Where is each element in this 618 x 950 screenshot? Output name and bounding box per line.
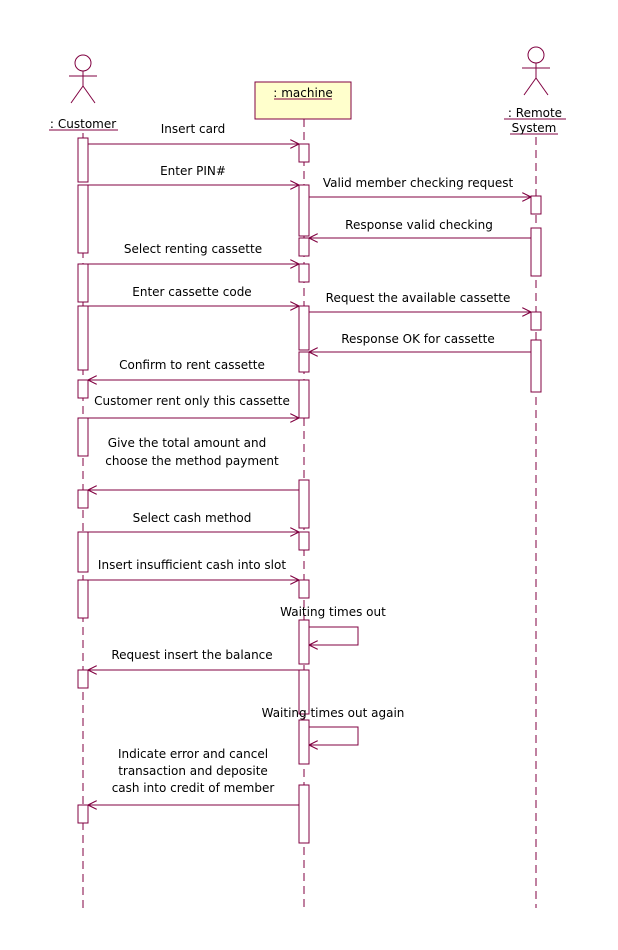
- msg-enter-cassette-code: Enter cassette code: [132, 285, 251, 299]
- machine-name: machine: [281, 86, 333, 100]
- msg-select-renting: Select renting cassette: [124, 242, 262, 256]
- msg-response-ok: Response OK for cassette: [341, 332, 495, 346]
- msg-waiting-times-out: Waiting times out: [280, 605, 386, 619]
- customer-prefix: :: [50, 117, 54, 131]
- lifeline-customer: [69, 54, 97, 908]
- machine-activations: [298, 143, 310, 844]
- msg-select-cash: Select cash method: [133, 511, 252, 525]
- msg-rent-only-this: Customer rent only this cassette: [94, 394, 290, 408]
- msg-response-valid: Response valid checking: [345, 218, 493, 232]
- lifeline-name-underlines: [49, 98, 566, 135]
- customer-name: Customer: [58, 117, 116, 131]
- msg-request-balance: Request insert the balance: [111, 648, 272, 662]
- customer-actor-icon: [69, 54, 97, 104]
- arrow-waiting-again: [309, 726, 359, 745]
- lifeline-machine: [254, 81, 352, 908]
- msg-indicate-error-line1: Indicate error and cancel: [118, 747, 268, 761]
- machine-object-box: [254, 81, 352, 120]
- remote-label-line1: : Remote: [508, 106, 562, 120]
- customer-activations: [77, 137, 89, 824]
- lifeline-remote: [522, 46, 550, 908]
- msg-enter-pin: Enter PIN#: [160, 164, 226, 178]
- arrow-waiting-times-out: [309, 626, 359, 645]
- customer-label: : Customer: [50, 117, 116, 131]
- msg-insert-card: Insert card: [161, 122, 226, 136]
- machine-label: : machine: [273, 86, 333, 100]
- remote-activations: [530, 195, 542, 393]
- message-arrows: [88, 144, 531, 805]
- msg-valid-member-request: Valid member checking request: [323, 176, 514, 190]
- msg-confirm-rent: Confirm to rent cassette: [119, 358, 265, 372]
- msg-indicate-error-line2: transaction and deposite: [118, 764, 268, 778]
- msg-give-total-line1: Give the total amount and: [108, 436, 266, 450]
- remote-actor-icon: [522, 46, 550, 96]
- remote-label-line2: System: [512, 121, 557, 135]
- msg-waiting-again: Waiting times out again: [262, 706, 405, 720]
- msg-give-total-line2: choose the method payment: [105, 454, 279, 468]
- msg-request-available: Request the available cassette: [326, 291, 511, 305]
- machine-prefix: :: [273, 86, 277, 100]
- msg-insert-insufficient: Insert insufficient cash into slot: [98, 558, 286, 572]
- msg-indicate-error-line3: cash into credit of member: [112, 781, 275, 795]
